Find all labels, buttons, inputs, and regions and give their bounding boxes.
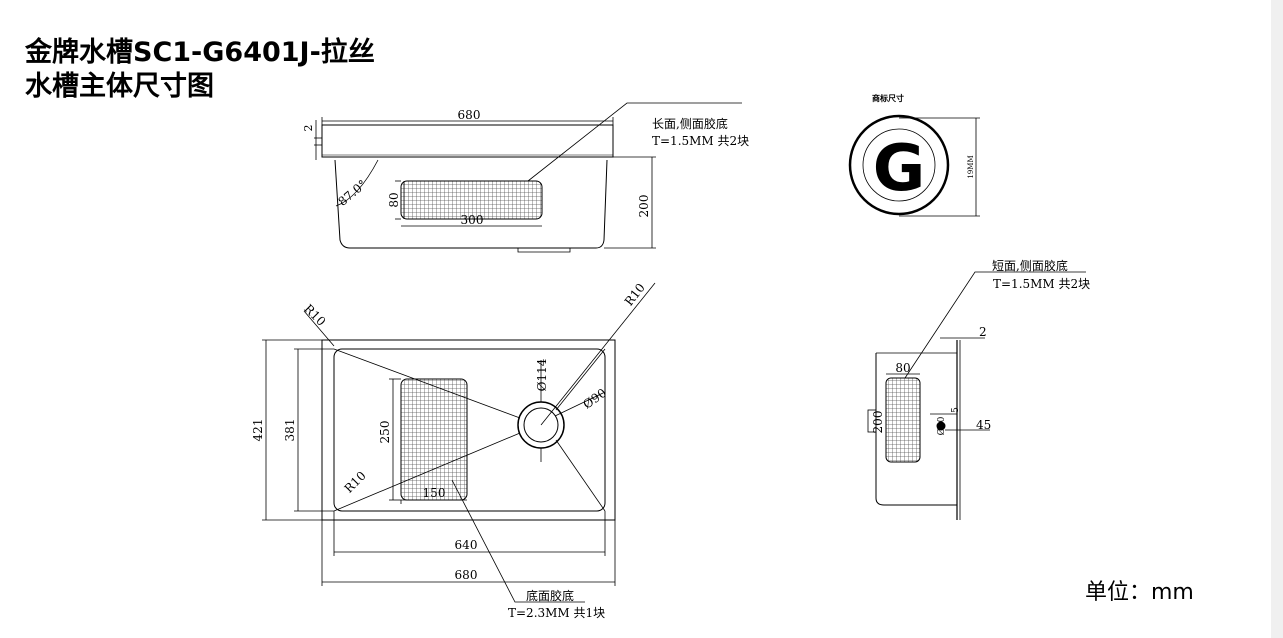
top-dim-r10-bottom: R10 <box>342 469 369 496</box>
side-note-line2: T=1.5MM 共2块 <box>652 134 749 148</box>
side-dim-angle: 87.0° <box>335 177 369 209</box>
end-note-line1: 短面,侧面胶底 <box>992 258 1068 273</box>
end-dim-thickness: 2 <box>979 325 987 339</box>
top-view-outer <box>321 339 616 521</box>
top-dim-drain-outer: Ø114 <box>535 358 549 391</box>
logo-letter: G <box>873 132 926 206</box>
logo-caption: 商标尺寸 <box>872 93 904 103</box>
end-dim-small: 5 <box>951 407 961 413</box>
scrollbar-track[interactable] <box>1271 0 1283 638</box>
top-dim-pad-width: 150 <box>423 486 446 500</box>
end-view-body <box>875 345 958 506</box>
top-dim-outer-width: 680 <box>455 568 478 582</box>
top-dim-outer-height: 421 <box>251 419 265 442</box>
side-view <box>314 102 742 253</box>
top-dim-r10-top-left: R10 <box>301 302 328 329</box>
top-note-line2: T=2.3MM 共1块 <box>508 606 605 620</box>
page-title: 金牌水槽SC1-G6401J-拉丝 <box>25 37 375 68</box>
side-view-rim <box>321 124 614 158</box>
logo-view: G <box>848 114 980 217</box>
top-dim-inner-height: 381 <box>283 419 297 442</box>
end-dim-offset: 45 <box>976 418 991 432</box>
top-dim-inner-width: 640 <box>455 538 478 552</box>
side-dim-thickness: 2 <box>302 125 315 132</box>
end-view <box>867 271 1086 520</box>
end-dim-hole: Ø10 <box>936 416 947 435</box>
top-view-mesh-pad <box>400 378 468 501</box>
side-view-body <box>334 159 608 249</box>
end-dim-pad-width: 80 <box>895 361 910 375</box>
end-note-line2: T=1.5MM 共2块 <box>993 277 1090 291</box>
top-view-inner <box>333 348 606 512</box>
side-note-line1: 长面,侧面胶底 <box>652 116 728 131</box>
top-dim-r10-top-right: R10 <box>622 281 648 309</box>
logo-ring <box>848 114 950 216</box>
end-dim-depth: 200 <box>871 411 885 434</box>
side-view-mesh-pad <box>400 180 543 220</box>
end-view-mesh-pad <box>885 377 921 463</box>
top-dim-pad-height: 250 <box>378 421 392 444</box>
side-dim-drain-width: 300 <box>461 213 484 227</box>
end-view-hole <box>936 421 946 431</box>
page-subtitle: 水槽主体尺寸图 <box>25 71 214 102</box>
unit-label: 单位：mm <box>1085 580 1194 605</box>
side-dim-depth: 200 <box>637 195 651 218</box>
top-view <box>262 282 656 603</box>
top-view-drain-inner <box>523 407 559 443</box>
top-note-line1: 底面胶底 <box>526 588 574 603</box>
side-dim-drain-height: 80 <box>387 192 401 207</box>
side-dim-top-width: 680 <box>458 108 481 122</box>
logo-dim-size: 19MM <box>967 155 975 178</box>
